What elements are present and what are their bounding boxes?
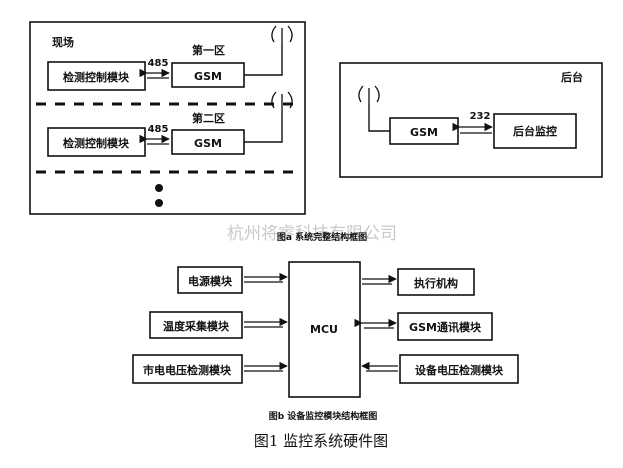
left-module-label: 市电电压检测模块 [143, 363, 232, 377]
backend-area-frame [339, 62, 603, 178]
backend-gsm-label: GSM [410, 126, 438, 139]
zone2-antenna-icon [271, 91, 293, 110]
right-module-box [399, 354, 519, 384]
zone1-bus-label: 485 [148, 58, 169, 69]
backend-bus-label: 232 [470, 111, 491, 122]
right-module-label: 执行机构 [414, 276, 458, 290]
figure-b-caption: 图b 设备监控模块结构框图 [269, 410, 378, 422]
right-module-label: 设备电压检测模块 [415, 363, 504, 377]
zone2-antenna-wire [244, 110, 283, 143]
mcu-label: MCU [310, 323, 338, 336]
left-module-box [149, 311, 243, 339]
backend-label: 后台 [561, 70, 583, 84]
zone2-gsm-box [171, 129, 245, 155]
zone1-antenna-icon [271, 25, 293, 44]
backend-monitor-label: 后台监控 [513, 124, 557, 138]
left-module-label: 温度采集模块 [163, 319, 230, 333]
zone1-detect-module-box [47, 61, 146, 91]
zone1-gsm-label: GSM [194, 70, 222, 83]
left-module-box [177, 266, 243, 294]
zone1-title: 第一区 [192, 43, 225, 57]
zone2-title: 第二区 [192, 111, 225, 125]
watermark: 杭州将睿科技有限公司 [227, 224, 397, 244]
right-module-label: GSM通讯模块 [409, 320, 482, 334]
site-label: 现场 [52, 35, 74, 49]
left-module-label: 电源模块 [188, 274, 233, 288]
backend-gsm-box [389, 117, 459, 145]
zone2-detect-module-box [47, 127, 146, 157]
zone2-gsm-label: GSM [194, 137, 222, 150]
zone2-bus-label: 485 [148, 124, 169, 135]
backend-monitor-box [493, 113, 577, 149]
zone2-detect-module-label: 检测控制模块 [63, 136, 130, 150]
backend-antenna-wire [368, 104, 390, 132]
zone1-detect-module-label: 检测控制模块 [63, 70, 130, 84]
left-module-box [132, 354, 243, 384]
right-module-box [397, 268, 475, 296]
ellipsis-dot [155, 199, 163, 207]
figure-a-caption: 图a 系统完整结构框图 [277, 231, 367, 243]
site-area-frame [29, 21, 306, 215]
ellipsis-dot [155, 184, 163, 192]
right-module-box [397, 312, 493, 341]
backend-antenna-icon [358, 85, 380, 104]
zone1-antenna-wire [244, 44, 283, 76]
main-caption: 图1 监控系统硬件图 [254, 432, 388, 450]
mcu-box [288, 261, 361, 398]
